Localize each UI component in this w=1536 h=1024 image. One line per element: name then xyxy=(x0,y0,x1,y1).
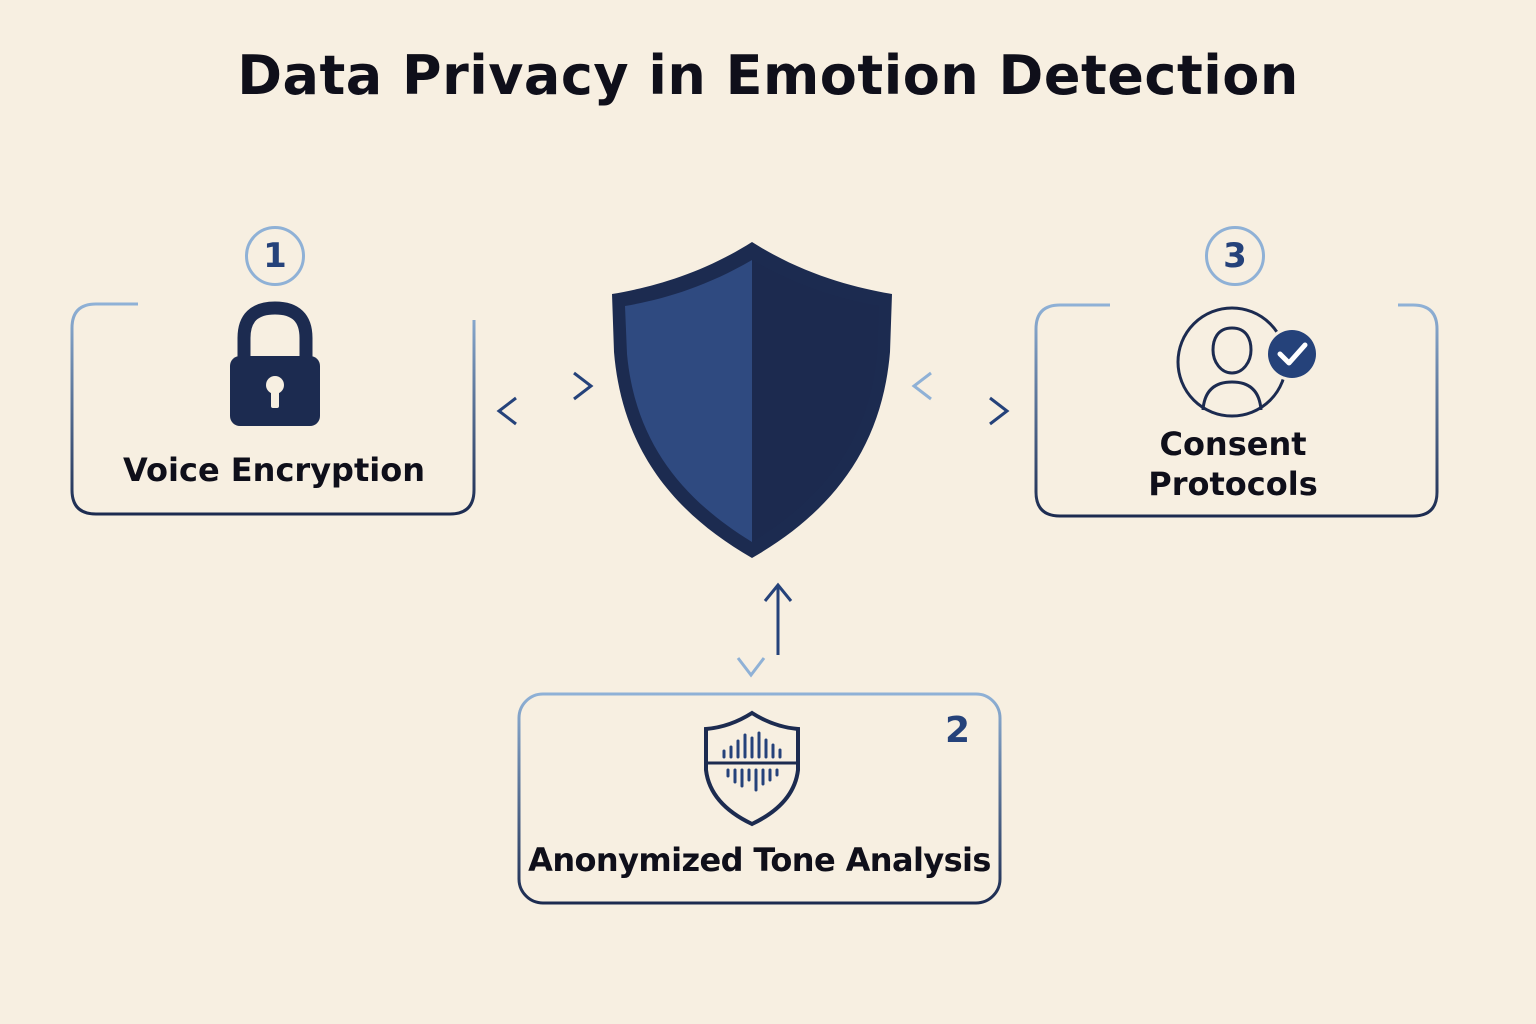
anonymized-tone-analysis-label: Anonymized Tone Analysis xyxy=(528,841,991,879)
voice-encryption-box xyxy=(70,302,476,516)
voice-encryption-label: Voice Encryption xyxy=(123,451,425,489)
page-title: Data Privacy in Emotion Detection xyxy=(237,44,1299,107)
consent-protocols-box xyxy=(1034,303,1439,518)
step-number-badge: 2 xyxy=(945,710,971,751)
vertical-double-arrow xyxy=(736,558,793,678)
shield-soundwave-icon xyxy=(704,710,800,827)
anonymized-tone-analysis-box xyxy=(517,692,1002,905)
left-double-arrow xyxy=(476,371,626,426)
step-number-badge: 3 xyxy=(1205,226,1265,286)
user-checkmark-icon xyxy=(1176,306,1319,418)
consent-protocols-label: Consent Protocols xyxy=(1148,425,1318,503)
shield-icon xyxy=(612,242,892,558)
step-number-badge: 1 xyxy=(245,226,305,286)
right-double-arrow xyxy=(880,371,1034,426)
padlock-icon xyxy=(230,301,320,426)
